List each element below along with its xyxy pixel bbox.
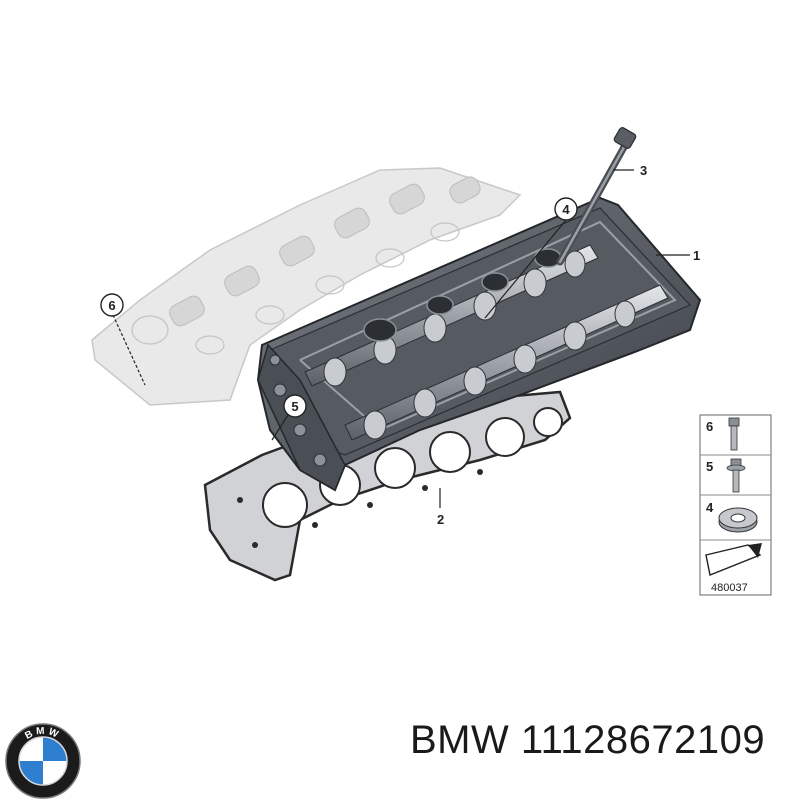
cylinder-head [256,196,702,492]
direction-arrow-icon [705,543,762,576]
logo-text: BMW [23,726,59,742]
bmw-logo-icon: BMW [5,723,81,799]
leader-lines [112,169,690,508]
diagram-id: 480037 [711,582,748,594]
callout-label: 4 [562,202,570,217]
callout-5: 5 [283,394,307,418]
callout-label: 6 [108,298,115,313]
exhaust-camshaft [344,284,669,441]
parts-legend: 6 5 4 480037 [699,414,772,596]
callout-2: 2 [437,512,444,527]
ghost-cylinder-head [91,167,522,406]
part-number: BMW 11128672109 [410,718,766,762]
intake-camshaft [304,244,599,387]
callout-4: 4 [554,197,578,221]
callout-label: 5 [291,399,298,414]
cylinder-head-bolt [556,127,637,266]
legend-label-4: 4 [706,500,714,515]
callout-3: 3 [640,163,647,178]
legend-label-6: 6 [706,419,713,434]
svg-text:BMW: BMW [23,726,62,742]
washer-icon [718,507,758,533]
callout-1: 1 [693,248,700,263]
flanged-bolt-icon [726,458,746,493]
bolt-icon [728,417,740,451]
legend-label-5: 5 [706,459,713,474]
callout-6: 6 [100,293,124,317]
